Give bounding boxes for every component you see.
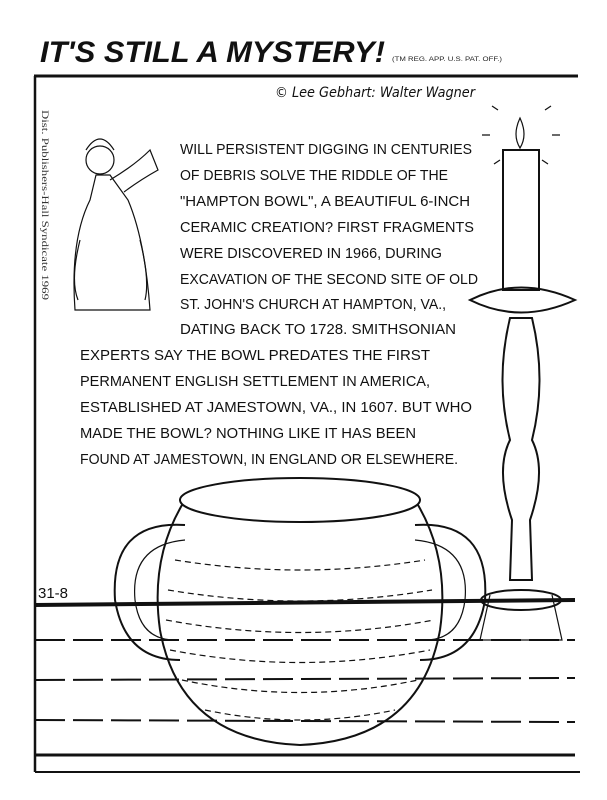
table-illustration bbox=[34, 598, 576, 757]
body-line: OF DEBRIS SOLVE THE RIDDLE OF THE bbox=[180, 167, 448, 184]
body-line: "HAMPTON BOWL", A BEAUTIFUL 6-INCH bbox=[180, 193, 470, 210]
body-text: WILL PERSISTENT DIGGING IN CENTURIES OF … bbox=[80, 141, 478, 468]
body-line: EXCAVATION OF THE SECOND SITE OF OLD bbox=[180, 271, 478, 288]
body-line: ST. JOHN'S CHURCH AT HAMPTON, VA., bbox=[180, 296, 446, 313]
colonial-woman-illustration bbox=[73, 138, 159, 311]
candlestick-illustration bbox=[467, 105, 578, 641]
body-line: ESTABLISHED AT JAMESTOWN, VA., IN 1607. … bbox=[80, 399, 472, 416]
body-line: WILL PERSISTENT DIGGING IN CENTURIES bbox=[180, 141, 472, 158]
flame-icon bbox=[515, 116, 525, 150]
body-line: CERAMIC CREATION? FIRST FRAGMENTS bbox=[180, 219, 474, 236]
panel-number: 31-8 bbox=[38, 585, 68, 602]
hampton-bowl-illustration bbox=[113, 477, 487, 747]
body-line: DATING BACK TO 1728. SMITHSONIAN bbox=[180, 321, 456, 338]
syndicate-credit: Dist. Publishers-Hall Syndicate 1969 bbox=[40, 110, 50, 301]
body-line: FOUND AT JAMESTOWN, IN ENGLAND OR ELSEWH… bbox=[80, 451, 458, 468]
body-line: WERE DISCOVERED IN 1966, DURING bbox=[180, 245, 442, 262]
body-line: MADE THE BOWL? NOTHING LIKE IT HAS BEEN bbox=[80, 425, 416, 442]
author-credit: © Lee Gebhart: Walter Wagner bbox=[275, 85, 476, 101]
body-line: EXPERTS SAY THE BOWL PREDATES THE FIRST bbox=[80, 347, 430, 364]
panel-title: IT'S STILL A MYSTERY! bbox=[40, 36, 385, 69]
trademark-note: (TM REG. APP. U.S. PAT. OFF.) bbox=[392, 57, 502, 63]
body-line: PERMANENT ENGLISH SETTLEMENT IN AMERICA, bbox=[80, 373, 430, 390]
